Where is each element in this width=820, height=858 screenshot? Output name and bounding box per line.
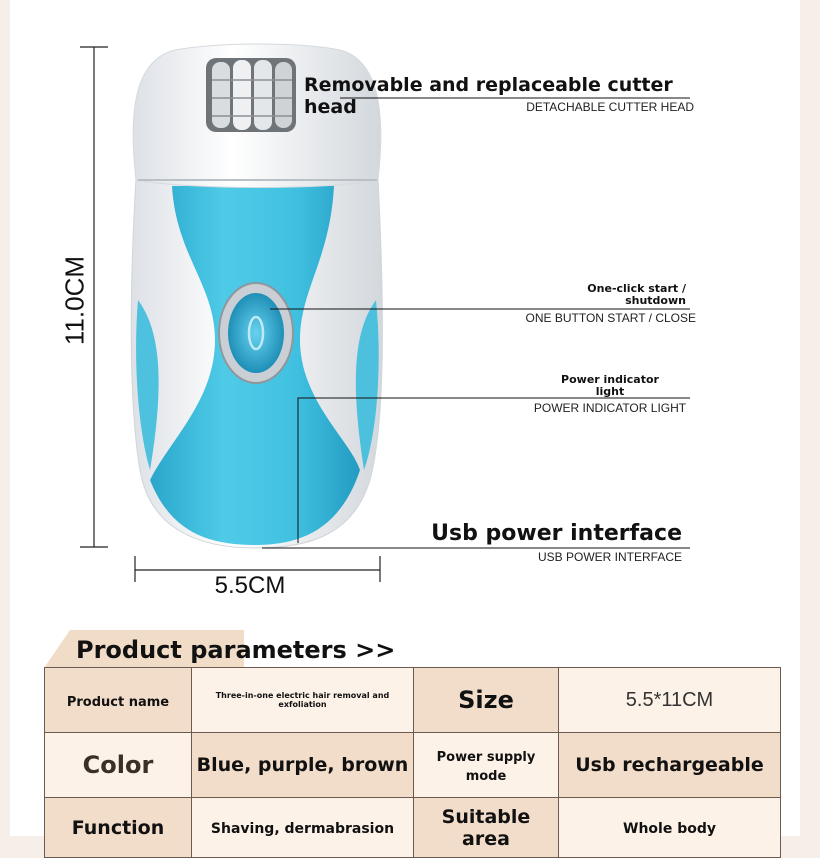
cutter-head	[206, 58, 296, 132]
param-value-text: Shaving, dermabrasion	[210, 821, 395, 837]
callout-indicator: Power indicator light POWER INDICATOR LI…	[530, 373, 690, 416]
callout-usb-title: Usb power interface	[431, 521, 682, 546]
callout-cutter-head-title: Removable and replaceable cutter head	[304, 74, 673, 118]
param-key-text: Color	[82, 751, 154, 779]
param-value-text: 5.5*11CM	[625, 688, 714, 711]
param-key: Power supply mode	[413, 732, 559, 798]
callout-indicator-title-2: light	[595, 385, 625, 398]
callout-button-title-1: One-click start /	[587, 282, 686, 295]
callout-usb: Usb power interface USB POWER INTERFACE	[420, 521, 682, 564]
param-key-text: Function	[71, 816, 165, 839]
epilator-drawing	[80, 43, 690, 582]
callout-cutter-head-subtitle: DETACHABLE CUTTER HEAD	[526, 100, 694, 114]
callout-indicator-subtitle: POWER INDICATOR LIGHT	[533, 401, 687, 415]
params-title: Product parameters >>	[76, 636, 396, 664]
param-value: Shaving, dermabrasion	[191, 797, 414, 858]
param-key: Size	[413, 667, 559, 733]
param-key: Product name	[44, 667, 192, 733]
param-key: Suitable area	[413, 797, 559, 858]
width-label: 5.5CM	[214, 572, 286, 599]
table-row: Product name Three-in-one electric hair …	[44, 667, 781, 733]
param-key-text: Product name	[66, 694, 170, 710]
param-value: Three-in-one electric hair removal and e…	[191, 667, 414, 733]
callout-button-title-2: shutdown	[625, 294, 686, 307]
callout-lines	[262, 97, 690, 549]
table-row: Color Blue, purple, brown Power supply m…	[44, 732, 781, 798]
param-value-line-2: exfoliation	[278, 700, 327, 709]
param-value-text: Usb rechargeable	[575, 754, 764, 776]
callout-cutter-head: Removable and replaceable cutter head DE…	[304, 74, 694, 118]
width-dimension-line	[134, 556, 381, 582]
product-illustration: Removable and replaceable cutter head DE…	[59, 43, 696, 599]
param-key: Color	[44, 732, 192, 798]
param-key-text: Suitable area	[441, 805, 531, 850]
param-key-text: Power supply mode	[436, 750, 536, 784]
callout-button-subtitle: ONE BUTTON START / CLOSE	[525, 311, 696, 325]
callout-button: One-click start / shutdown ONE BUTTON ST…	[520, 282, 696, 326]
param-key: Function	[44, 797, 192, 858]
param-value-text: Whole body	[623, 821, 716, 837]
height-dimension-line	[80, 46, 108, 548]
param-value-text: Blue, purple, brown	[196, 754, 409, 776]
params-header: Product parameters >>	[44, 630, 784, 668]
param-value-line-1: Three-in-one electric hair removal and	[215, 691, 390, 700]
param-value: Whole body	[558, 797, 781, 858]
params-header-tab	[44, 630, 244, 668]
callout-usb-subtitle: USB POWER INTERFACE	[537, 550, 682, 564]
param-value: Usb rechargeable	[558, 732, 781, 798]
param-key-text: Size	[458, 686, 514, 714]
height-label: 11.0CM	[59, 255, 90, 346]
param-value: 5.5*11CM	[558, 667, 781, 733]
params-table: Product name Three-in-one electric hair …	[44, 667, 781, 858]
param-value: Blue, purple, brown	[191, 732, 414, 798]
power-button	[218, 282, 294, 384]
table-row: Function Shaving, dermabrasion Suitable …	[44, 797, 781, 858]
callout-indicator-title-1: Power indicator	[561, 373, 659, 386]
